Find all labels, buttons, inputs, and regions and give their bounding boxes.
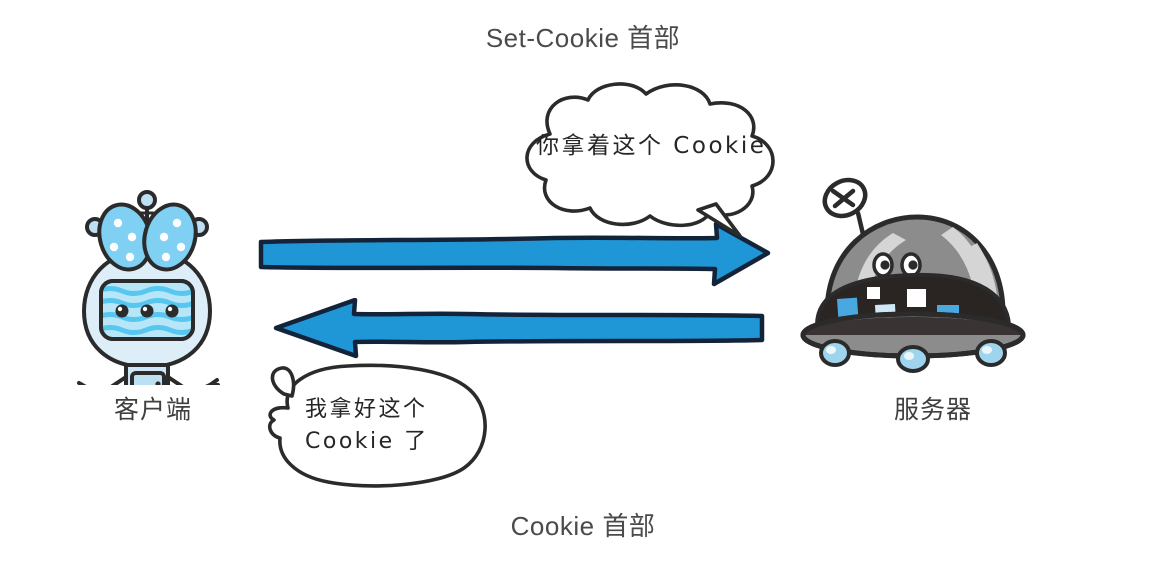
caption-set-cookie-header: Set-Cookie 首部 (485, 23, 681, 53)
server-ufo-icon (795, 165, 1030, 375)
client-robot-icon (40, 155, 255, 385)
endpoint-label-server: 服务器 (893, 396, 972, 424)
server-speech-bubble-text: 你拿着这个 Cookie (536, 133, 767, 159)
server-speech-bubble (492, 78, 792, 238)
client-speech-bubble (248, 358, 508, 493)
client-speech-bubble-text: 我拿好这个 Cookie 了 (305, 397, 429, 454)
cookie-arrow (266, 298, 766, 360)
caption-cookie-header: Cookie 首部 (510, 511, 656, 541)
set-cookie-arrow (255, 222, 775, 288)
endpoint-label-client: 客户端 (113, 396, 192, 424)
